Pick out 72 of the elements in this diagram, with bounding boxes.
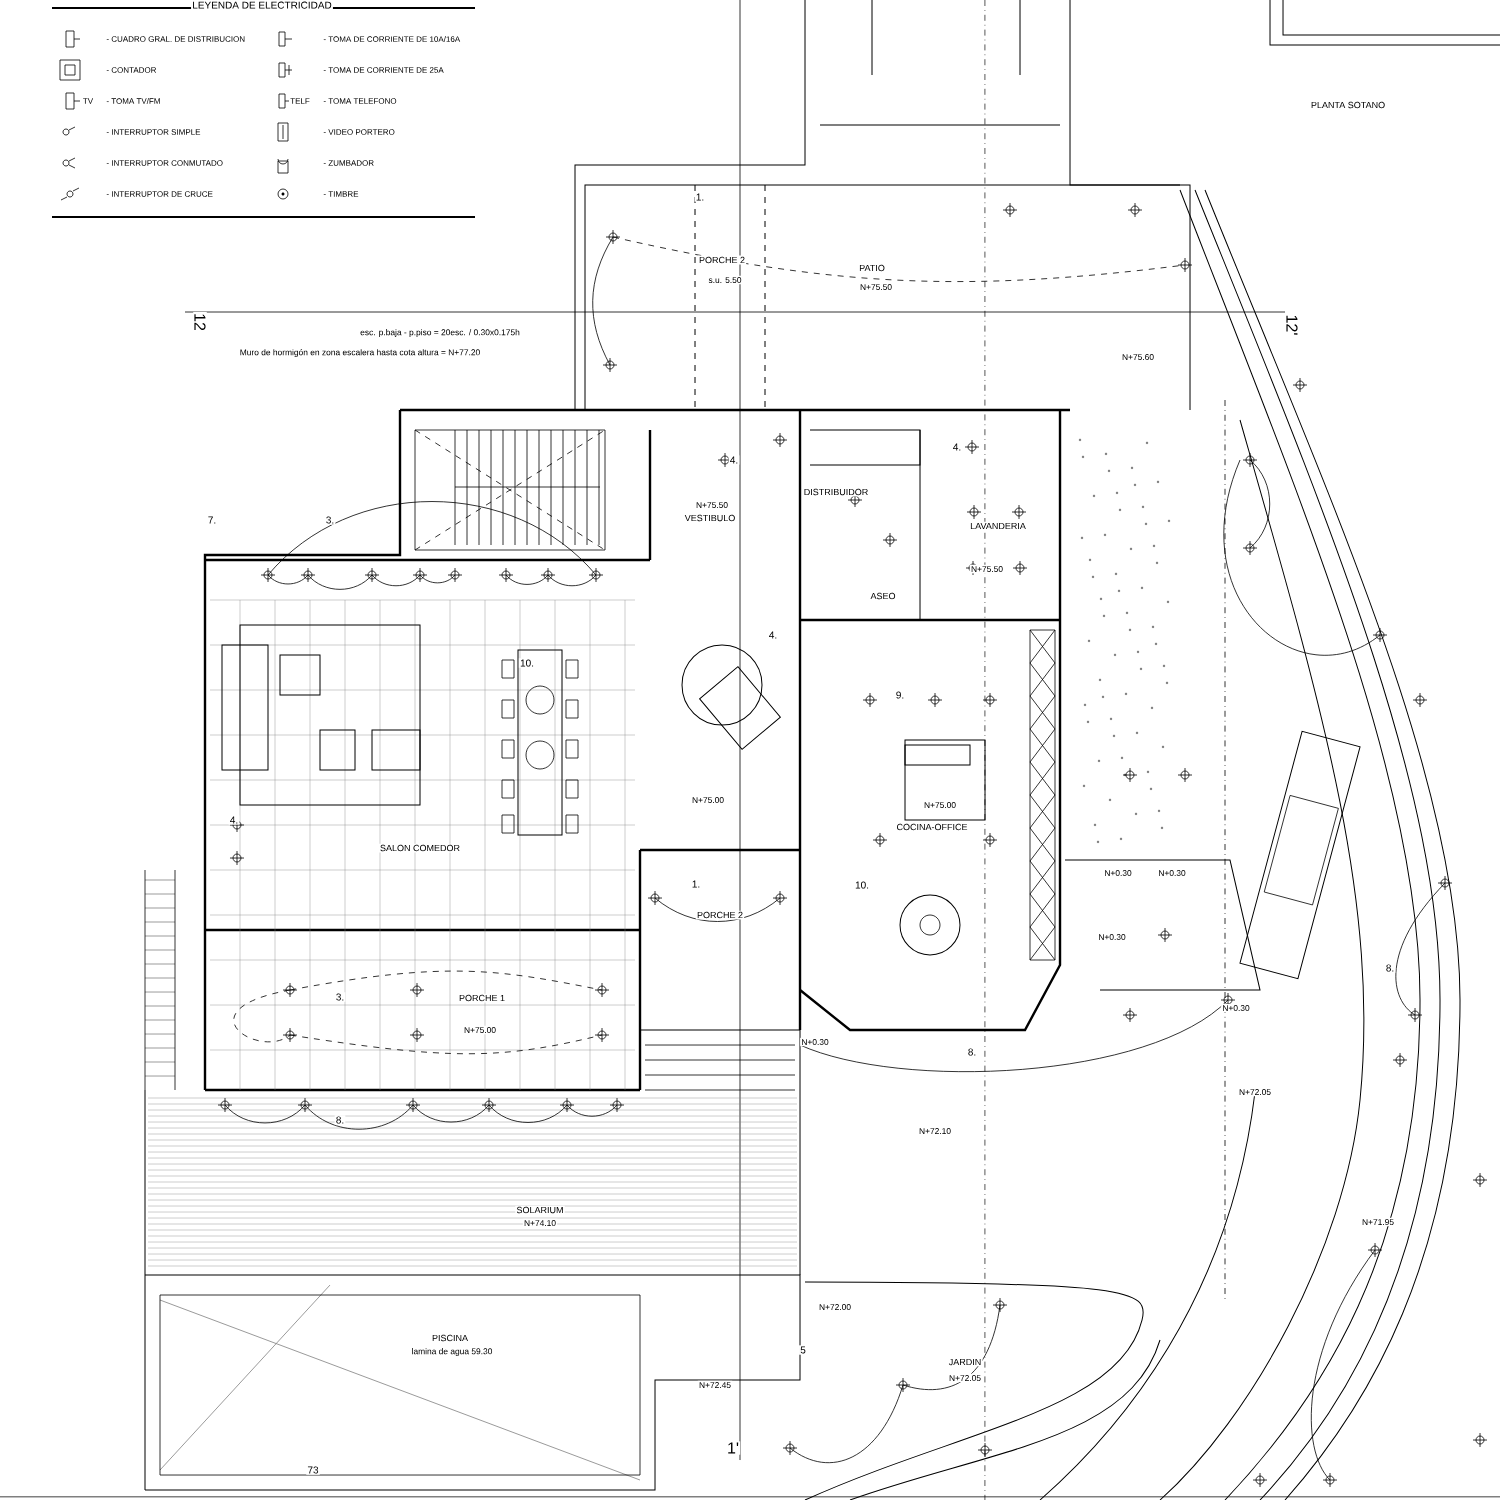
legend-text: - TOMA TV/FM <box>106 98 160 104</box>
callout-number: 4. <box>728 455 740 465</box>
note-text: lamina de agua 59.30 <box>410 1346 494 1358</box>
callout-number: 7. <box>206 515 218 525</box>
legend-text: - INTERRUPTOR SIMPLE <box>106 129 201 135</box>
callout-number: 8. <box>966 1047 978 1057</box>
callout-number: 3. <box>324 515 336 525</box>
room-label: ASEO <box>869 591 897 601</box>
room-label: LAVANDERIA <box>968 521 1028 531</box>
room-label: JARDIN <box>947 1357 983 1367</box>
note-text: Muro de hormigón en zona escalera hasta cota altura = N+77.20 <box>238 347 482 359</box>
room-label: PORCHE 1 <box>457 993 507 1003</box>
callout-number: 8. <box>334 1115 346 1125</box>
legend-text: - TIMBRE <box>323 191 359 197</box>
grid-axis-label: 12' <box>1285 313 1299 337</box>
symbol-label: TELF <box>289 97 311 105</box>
room-label: COCINA-OFFICE <box>895 822 969 832</box>
room-label: PISCINA <box>430 1333 470 1343</box>
legend-text: - ZUMBADOR <box>323 160 374 166</box>
legend-text: - CONTADOR <box>106 67 157 73</box>
callout-number: 9. <box>894 690 906 700</box>
room-label: PATIO <box>858 263 887 273</box>
level-mark: N+0.30 <box>1157 868 1187 878</box>
legend-text: - INTERRUPTOR CONMUTADO <box>106 160 223 166</box>
level-mark: N+72.00 <box>817 1302 853 1312</box>
level-mark: N+75.00 <box>690 795 726 805</box>
level-mark: N+0.30 <box>1221 1003 1251 1013</box>
grid-axis-label: 12 <box>193 311 207 333</box>
level-mark: N+72.05 <box>1237 1087 1273 1097</box>
level-mark: N+0.30 <box>800 1037 830 1047</box>
level-mark: N+75.50 <box>694 500 730 510</box>
level-mark: N+72.45 <box>697 1380 733 1390</box>
level-mark: N+72.10 <box>917 1126 953 1136</box>
level-mark: N+74.10 <box>522 1218 558 1228</box>
level-mark: N+71.95 <box>1360 1217 1396 1227</box>
legend-text: - TOMA TELEFONO <box>323 98 397 104</box>
callout-number: 73 <box>306 1465 320 1475</box>
legend-text: - TOMA DE CORRIENTE DE 10A/16A <box>323 36 461 42</box>
callout-number: 1. <box>690 879 702 889</box>
level-mark: N+72.05 <box>947 1373 983 1383</box>
symbol-label: TV <box>81 97 95 105</box>
legend-text: - TOMA DE CORRIENTE DE 25A <box>323 67 444 73</box>
callout-number: 4. <box>951 442 963 452</box>
room-label: SOLARIUM <box>515 1205 565 1215</box>
callout-number: 1. <box>694 192 706 202</box>
legend-heading: LEYENDA DE ELECTRICIDAD <box>191 0 333 10</box>
callout-number: 8. <box>1384 963 1396 973</box>
level-mark: N+75.00 <box>462 1025 498 1035</box>
legend-text: - VIDEO PORTERO <box>323 129 395 135</box>
note-text: esc. p.baja - p.piso = 20esc. / 0.30x0.175h <box>359 327 521 339</box>
note-text: s.u. 5.50 <box>707 275 743 285</box>
level-mark: N+75.00 <box>922 800 958 810</box>
room-label: PORCHE 2 <box>697 255 747 265</box>
room-label: DISTRIBUIDOR <box>802 487 870 497</box>
callout-number: 4. <box>228 815 240 825</box>
callout-number: 5 <box>799 1345 807 1355</box>
level-mark: N+0.30 <box>1097 932 1127 942</box>
room-label: VESTIBULO <box>683 513 737 523</box>
callout-number: 3. <box>334 992 346 1002</box>
level-mark: N+75.60 <box>1120 352 1156 362</box>
callout-number: 4. <box>767 630 779 640</box>
grid-axis-label: 1' <box>725 1441 741 1455</box>
level-mark: N+75.50 <box>858 282 894 292</box>
callout-number: 10. <box>518 658 536 668</box>
room-label: PLANTA SOTANO <box>1309 100 1387 110</box>
legend-text: - INTERRUPTOR DE CRUCE <box>106 191 213 197</box>
room-label: PORCHE 2 <box>695 910 745 920</box>
callout-number: 10. <box>853 880 871 890</box>
level-mark: N+75.50 <box>969 564 1005 574</box>
legend-text: - CUADRO GRAL. DE DISTRIBUCION <box>106 36 245 42</box>
room-label: SALON COMEDOR <box>378 843 462 853</box>
level-mark: N+0.30 <box>1103 868 1133 878</box>
